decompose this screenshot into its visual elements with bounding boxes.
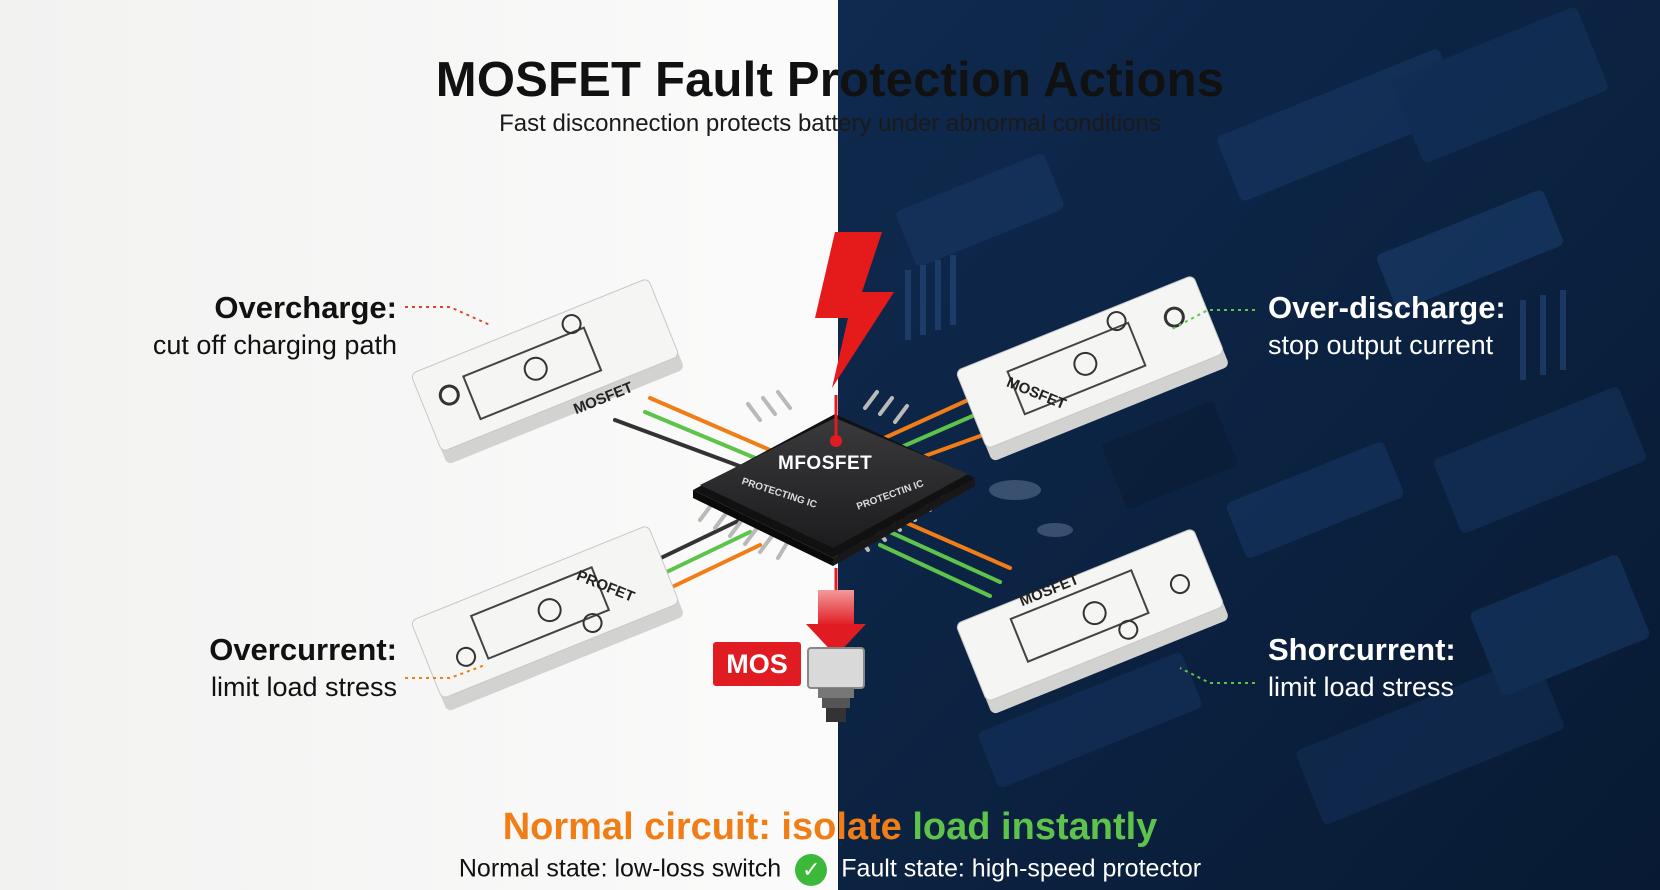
connector-icon: [807, 647, 865, 722]
label-overcharge-sub: cut off charging path: [152, 330, 397, 360]
wires: [613, 388, 1032, 598]
mos-badge: MOS: [713, 642, 801, 686]
fault-state-text: Fault state: high-speed protector: [841, 854, 1202, 883]
leader-lines: [405, 306, 1255, 684]
page-subtitle: Fast disconnection protects battery unde…: [499, 110, 1161, 137]
mosfet-module-top-right: [956, 276, 1228, 461]
check-circle-icon: ✓: [795, 854, 828, 886]
state-caption: Normal state: low-loss switch ✓ Fault stat…: [0, 854, 1660, 886]
label-overcharge-heading: Overcharge:: [214, 290, 397, 325]
page-title: MOSFET Fault Protection Actions: [435, 53, 1225, 107]
label-over-discharge: Over-discharge: stop output current: [1268, 290, 1506, 361]
normal-circuit-caption: Normal circuit: isolate load instantly: [0, 806, 1660, 849]
mosfet-module-bottom-left: [411, 526, 683, 711]
label-overcurrent-sub: limit load stress: [210, 672, 397, 702]
pcb-decoration: [896, 7, 1650, 824]
label-short-current-heading: Shorcurrent:: [1268, 632, 1456, 667]
normal-caption-part1: Normal circuit: isolate: [502, 806, 913, 848]
mosfet-module-bottom-right: [956, 529, 1228, 714]
down-arrow-icon: [806, 568, 866, 656]
light-background: [0, 0, 838, 890]
label-overcharge: Overcharge: cut off charging path: [153, 290, 397, 361]
chip-name: MFOSFET: [778, 453, 873, 474]
protection-ic-chip: [693, 390, 975, 566]
lightning-bolt-icon: [815, 232, 894, 388]
label-overcurrent-heading: Overcurrent:: [209, 632, 397, 667]
label-over-discharge-heading: Over-discharge:: [1268, 290, 1506, 325]
label-over-discharge-sub: stop output current: [1268, 330, 1494, 360]
normal-state-text: Normal state: low-loss switch: [458, 854, 782, 883]
label-overcurrent: Overcurrent: limit load stress: [209, 632, 397, 703]
normal-caption-part2: load instantly: [912, 806, 1158, 848]
label-short-current: Shorcurrent: limit load stress: [1268, 632, 1456, 703]
label-short-current-sub: limit load stress: [1268, 672, 1455, 702]
mosfet-module-top-left: [411, 279, 683, 464]
